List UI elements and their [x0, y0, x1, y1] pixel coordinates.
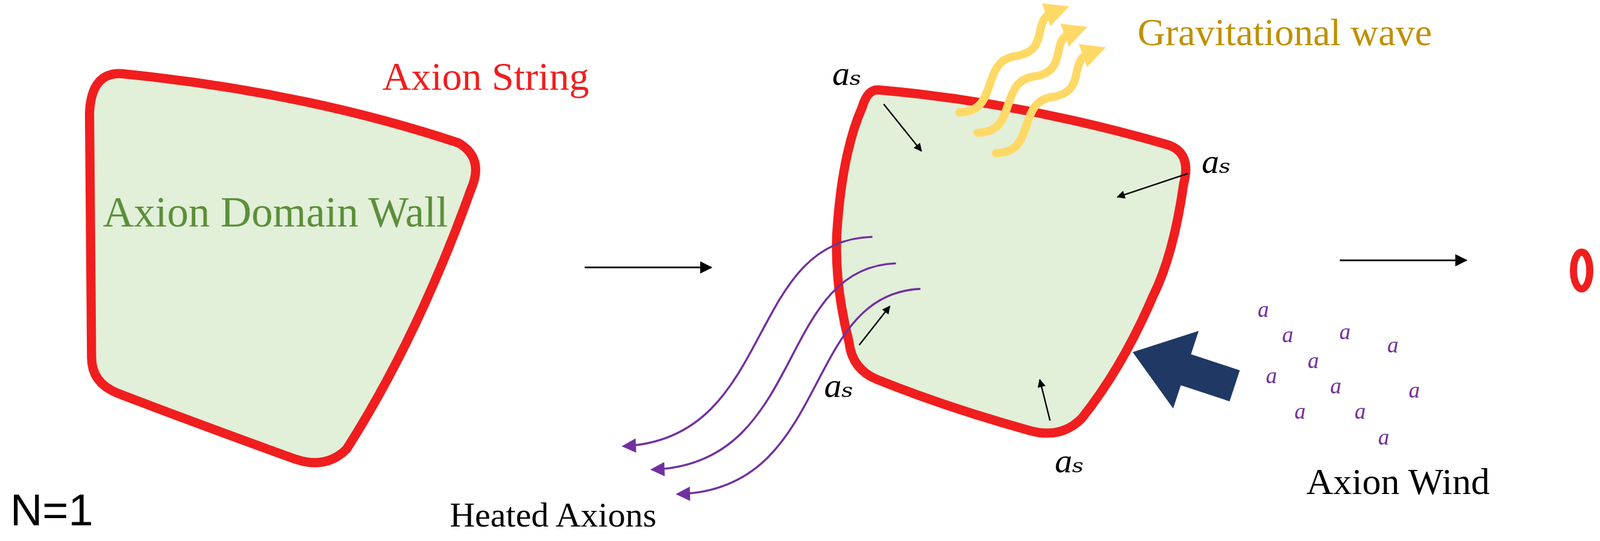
axion-particle: a: [1294, 400, 1306, 423]
axion-particle: a: [1378, 425, 1390, 448]
tension-arrow: [1039, 379, 1050, 421]
winding-number: N=1: [10, 488, 94, 533]
axion-particle: a: [1282, 323, 1294, 346]
string-label: Axion String: [382, 56, 590, 97]
wave-label: Gravitational wave: [1137, 13, 1432, 52]
domain-wall-shape: [89, 73, 477, 463]
heated-axion-flow: [624, 236, 873, 446]
axion-particle: a: [1339, 320, 1351, 343]
tension-arrow: [1117, 173, 1188, 198]
step-arrow: [1339, 259, 1467, 262]
domain-wall-region: Axion Domain WallAxion String: [81, 61, 490, 470]
tension-symbol: aₛ: [824, 368, 854, 404]
region-label: Axion Domain Wall: [103, 191, 449, 234]
gravitational-wave: [959, 12, 1054, 113]
region-outline: [81, 61, 490, 470]
step-arrow: [584, 266, 712, 269]
gravitational-wave: [977, 32, 1072, 133]
shrinking-wall: [836, 89, 1186, 434]
wind-label: Axion Wind: [1305, 462, 1490, 501]
tension-symbol: aₛ: [1054, 443, 1085, 479]
axion-particle: a: [1330, 374, 1342, 398]
gravitational-wave: [996, 53, 1091, 154]
axion-particle: a: [1354, 400, 1367, 423]
heated-axion-flow: [678, 288, 921, 495]
axion-particle: a: [1266, 364, 1278, 387]
heated-axion-flow: [653, 263, 897, 470]
axion-particle: a: [1387, 333, 1399, 357]
axion-particle: a: [1307, 348, 1320, 372]
flow-label: Heated Axions: [449, 497, 657, 533]
axion-particle: a: [1408, 378, 1421, 401]
tension-symbol: aₛ: [832, 56, 862, 91]
tension-arrow: [883, 104, 922, 152]
tension-symbol: aₛ: [1201, 144, 1232, 179]
axion-particle: a: [1257, 298, 1270, 321]
string-loop: [1573, 252, 1590, 290]
wind-arrow: [1132, 330, 1240, 409]
